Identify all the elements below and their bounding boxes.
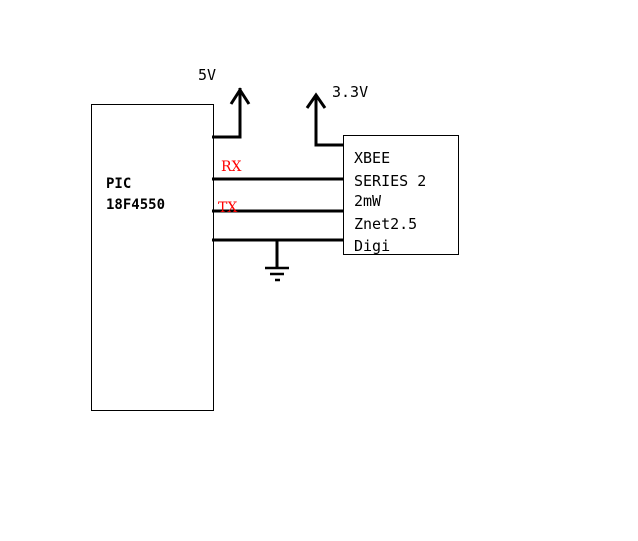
pic-box xyxy=(91,104,214,411)
ground-symbol-icon xyxy=(265,266,289,282)
xbee-label-line5: Digi xyxy=(354,237,390,255)
xbee-3v3-arrow-icon xyxy=(305,92,327,109)
xbee-3v3-label: 3.3V xyxy=(332,83,368,101)
pic-label-line2: 18F4550 xyxy=(106,197,165,213)
xbee-3v3-wire xyxy=(314,95,344,147)
xbee-label-line2: SERIES 2 xyxy=(354,172,426,190)
pic-5v-label: 5V xyxy=(198,66,216,84)
rx-label: RX xyxy=(221,159,242,175)
tx-label: TX xyxy=(218,200,237,216)
xbee-box xyxy=(343,135,459,255)
pic-label-line1: PIC xyxy=(106,176,131,192)
xbee-label-line3: 2mW xyxy=(354,192,382,210)
xbee-label-line4: Znet2.5 xyxy=(354,215,417,233)
pic-5v-arrow-icon xyxy=(229,87,251,105)
xbee-label-line1: XBEE xyxy=(354,149,390,167)
pic-5v-wire xyxy=(212,88,242,139)
